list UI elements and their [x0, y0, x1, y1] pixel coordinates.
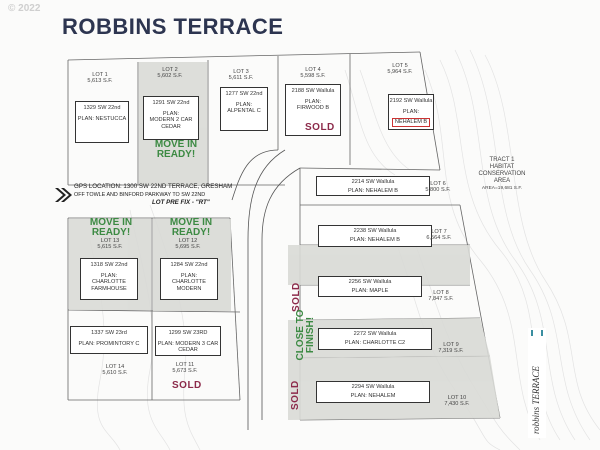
sold-badge-lot-4: SOLD [305, 122, 335, 133]
page-title: ROBBINS TERRACE [62, 14, 284, 39]
sold-badge-lot-10: SOLD [290, 380, 301, 410]
brand-text: robbins TERRACE [531, 366, 541, 434]
sold-badge-lot-11: SOLD [172, 380, 202, 391]
gps-location: GPS LOCATION: 1300 SW 22ND TERRACE, GRES… [74, 183, 233, 206]
brand-logo: robbins TERRACE [528, 328, 546, 438]
copyright: © 2022 [8, 3, 41, 14]
chevron-right-icon [55, 188, 72, 202]
